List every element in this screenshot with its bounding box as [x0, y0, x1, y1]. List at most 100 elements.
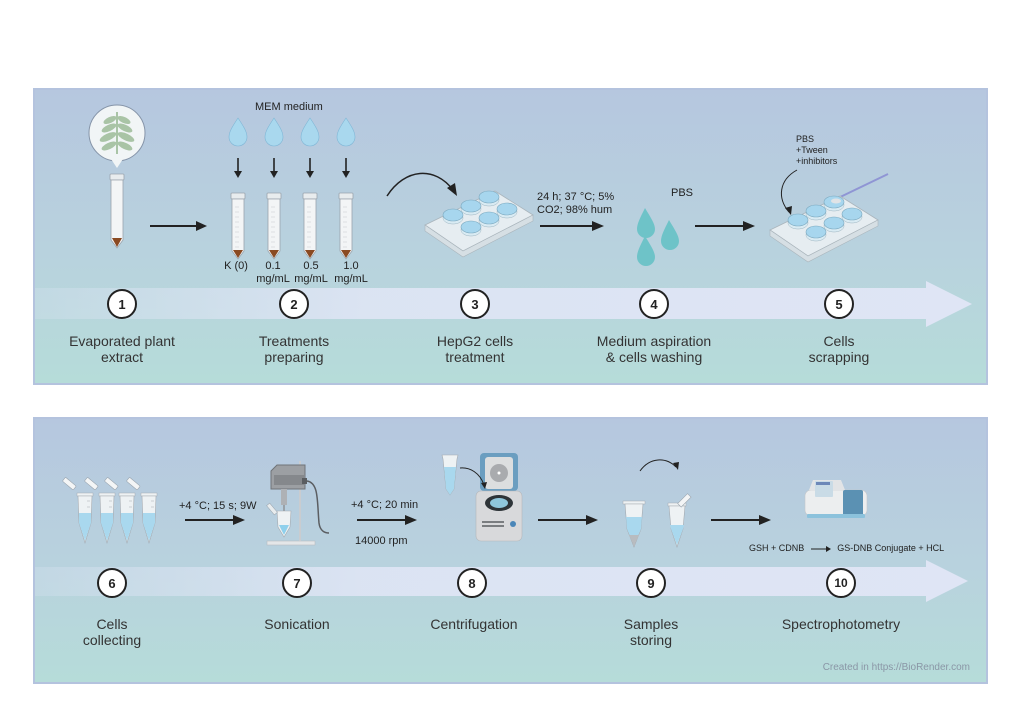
scraped-area — [831, 198, 841, 204]
step-label-10: Spectrophotometry — [781, 616, 901, 632]
arrow-icon — [711, 515, 771, 525]
centrifuge-conditions-time: +4 °C; 20 min — [351, 499, 419, 511]
incubation-conditions: 24 h; 37 °C; 5%CO2; 98% hum — [537, 191, 615, 216]
treatment-column-2 — [300, 117, 320, 260]
falcon-tube — [339, 198, 353, 260]
well-4 — [478, 211, 500, 225]
tube-lid — [104, 477, 119, 490]
well-2 — [478, 190, 500, 204]
plant-extract-icon — [88, 104, 146, 249]
treatment-column-3 — [336, 117, 356, 260]
tube-lid — [126, 477, 141, 490]
medium-droplet-icon — [300, 117, 320, 147]
well-1 — [805, 204, 827, 218]
treatment-tubes-icon — [228, 117, 356, 260]
arrow-icon — [185, 515, 245, 525]
workflow-panel-2: +4 °C; 15 s; 9W +4 °C; 20 min 14000 rpm — [33, 417, 988, 684]
step-number-9: 9 — [636, 568, 666, 598]
falcon-tube-icon — [109, 173, 125, 249]
treatment-column-0 — [228, 117, 248, 260]
falcon-tube-cap — [338, 192, 354, 200]
treatment-column-1 — [264, 117, 284, 260]
tube-lid — [84, 477, 99, 490]
cell-scraper-icon — [833, 173, 889, 201]
well-plate-scraping-icon — [769, 195, 879, 263]
well-0 — [787, 213, 809, 227]
well-1 — [460, 199, 482, 213]
process-arrow-band — [35, 560, 968, 602]
pellet — [305, 250, 315, 258]
tube-lid — [62, 477, 77, 490]
spectrophotometer-icon — [804, 480, 868, 518]
pellet — [341, 250, 351, 258]
reaction-equation: GSH + CDNB GS-DNB Conjugate + HCL — [749, 543, 944, 554]
eppendorf-tube-2 — [104, 477, 136, 545]
arrow-icon — [695, 221, 755, 231]
sonication-conditions: +4 °C; 15 s; 9W — [179, 500, 257, 512]
step-number-5: 5 — [824, 289, 854, 319]
step-number-8: 8 — [457, 568, 487, 598]
arrow-icon — [150, 221, 207, 231]
well-5 — [496, 202, 518, 216]
well-5 — [841, 207, 863, 221]
curved-arrow-icon — [781, 169, 798, 215]
medium-droplet-icon — [336, 117, 356, 147]
cell-suspension — [143, 513, 155, 541]
falcon-tube-cap — [266, 192, 282, 200]
arrow-icon — [540, 221, 604, 231]
step-number-3: 3 — [460, 289, 490, 319]
falcon-tube — [231, 198, 245, 260]
eppendorf-tube-3 — [126, 477, 158, 545]
medium-droplet-icon — [228, 117, 248, 147]
reaction-arrow-icon — [810, 545, 831, 552]
falcon-tube-cap — [230, 192, 246, 200]
pellet — [269, 250, 279, 258]
reaction-reactants: GSH + CDNB — [749, 543, 805, 553]
step-number-6: 6 — [97, 568, 127, 598]
well-4 — [823, 216, 845, 230]
biorender-credit: Created in https://BioRender.com — [822, 662, 970, 673]
step-number-7: 7 — [282, 568, 312, 598]
pbs-label: PBS — [671, 187, 694, 199]
step-number-1: 1 — [107, 289, 137, 319]
step-number-2: 2 — [279, 289, 309, 319]
cell-suspension — [121, 513, 133, 541]
falcon-tube — [267, 198, 281, 260]
centrifuge-icon — [441, 453, 523, 542]
centrifuge-conditions-speed: 14000 rpm — [355, 535, 408, 547]
arrow-icon — [357, 515, 417, 525]
pellet — [233, 250, 243, 258]
cell-suspension — [79, 513, 91, 541]
falcon-tube — [303, 198, 317, 260]
falcon-tube-cap — [302, 192, 318, 200]
eppendorf-tube-1 — [84, 477, 116, 545]
concentration-label-0: K (0) — [224, 260, 248, 272]
sonicator-icon — [266, 461, 330, 546]
step-label-4: Medium aspiration& cells washing — [596, 333, 712, 365]
step-number-10: 10 — [826, 568, 856, 598]
eppendorf-tube-0 — [62, 477, 94, 545]
medium-droplet-icon — [264, 117, 284, 147]
well-3 — [805, 225, 827, 239]
arrow-icon — [538, 515, 598, 525]
reaction-products: GS-DNB Conjugate + HCL — [837, 543, 945, 553]
well-3 — [460, 220, 482, 234]
process-arrow-band — [35, 281, 972, 327]
mem-medium-label: MEM medium — [255, 101, 323, 113]
step-number-4: 4 — [639, 289, 669, 319]
curved-arrow-icon — [386, 172, 457, 197]
sample-tubes-icon — [622, 459, 692, 548]
six-well-plate-icon — [424, 190, 534, 258]
step-label-7: Sonication — [264, 616, 330, 632]
scraping-solution: PBS+Tween+inhibitors — [796, 134, 838, 166]
